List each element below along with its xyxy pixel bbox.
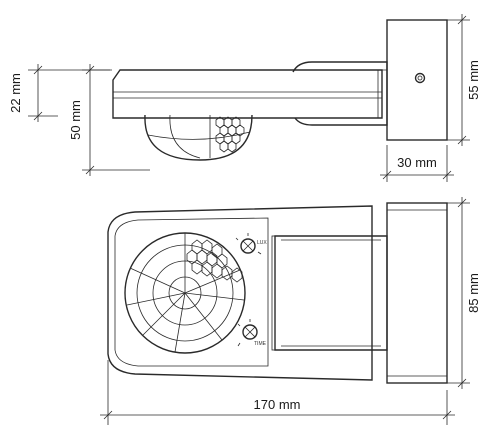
side-swivel-neck [292,61,388,126]
dim-body-height [82,64,150,176]
dim-overall-length-label: 170 mm [254,397,301,412]
lux-knob-label: LUX [257,240,267,246]
side-sensor-dome [144,114,253,161]
side-screw-hole [414,72,426,84]
side-wall-mount [386,19,448,141]
front-housing [107,205,373,381]
side-housing [112,69,383,119]
front-pir-lens [124,232,246,354]
dim-mount-depth-label: 30 mm [397,155,437,170]
dim-overall-length [100,360,455,425]
time-knob-label: TIME [254,341,267,347]
front-view: LUX TIME 85 mm [100,197,481,425]
dim-mount-height [447,14,470,146]
front-bracket [274,235,388,351]
dim-mount-height-label: 55 mm [466,60,481,100]
lux-adjust-knob[interactable]: LUX [235,233,267,255]
dim-mount-width [447,197,470,389]
dim-lip-height-label: 22 mm [8,73,23,113]
time-adjust-knob[interactable]: TIME [237,319,267,347]
dim-mount-width-label: 85 mm [466,273,481,313]
dim-mount-depth [380,145,454,182]
dim-body-height-label: 50 mm [68,100,83,140]
side-view: 22 mm 50 mm 55 mm 30 mm [8,14,481,182]
front-wall-mount [386,202,448,384]
